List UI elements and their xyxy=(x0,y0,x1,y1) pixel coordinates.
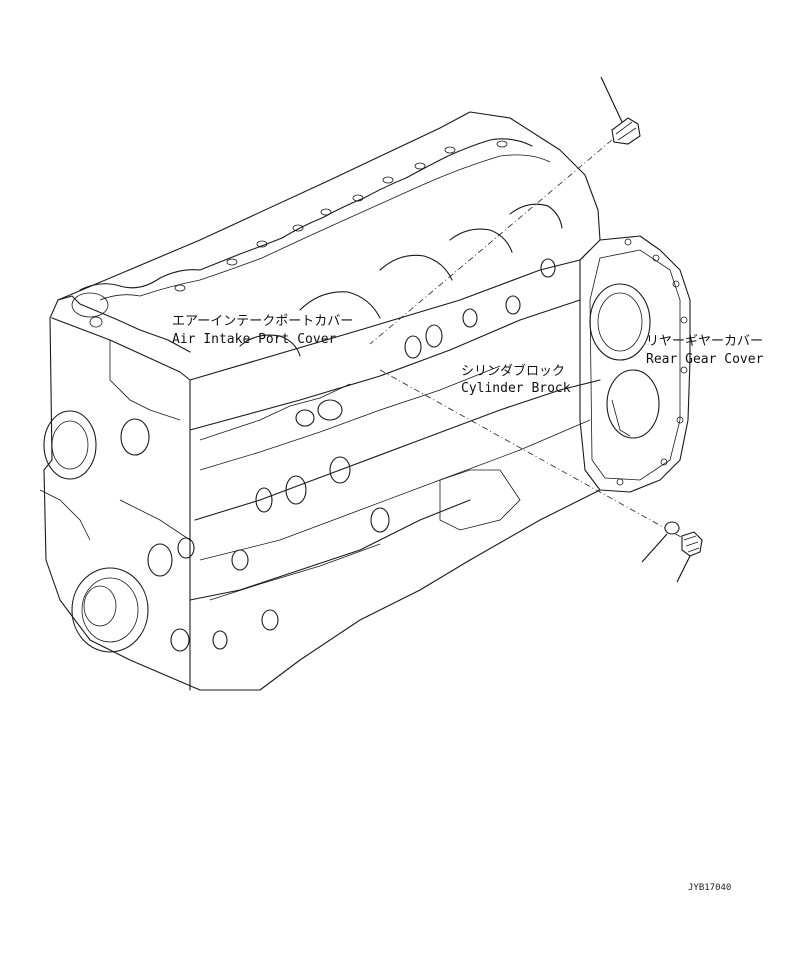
air-intake-port-cover-label-en: Air Intake Port Cover xyxy=(172,332,337,347)
cylinder-block-plug-and-oring xyxy=(379,369,703,583)
cylinder-block-label-en: Cylinder Brock xyxy=(461,381,571,396)
engine-block-drawing xyxy=(39,111,691,691)
figure-id: JYB17040 xyxy=(688,883,731,893)
cylinder-block-callout: シリンダブロック Cylinder Brock xyxy=(461,363,571,396)
rear-gear-cover-callout: リヤーギヤーカバー Rear Gear Cover xyxy=(646,334,764,367)
rear-gear-cover-label-en: Rear Gear Cover xyxy=(646,352,764,367)
air-intake-port-cover-callout: エアーインテークポートカバー Air Intake Port Cover xyxy=(172,314,353,347)
air-intake-port-cover-plug xyxy=(369,76,641,345)
cylinder-block-label-jp: シリンダブロック xyxy=(461,363,565,379)
air-intake-port-cover-label-jp: エアーインテークポートカバー xyxy=(172,314,353,329)
rear-gear-cover-label-jp: リヤーギヤーカバー xyxy=(646,334,763,349)
